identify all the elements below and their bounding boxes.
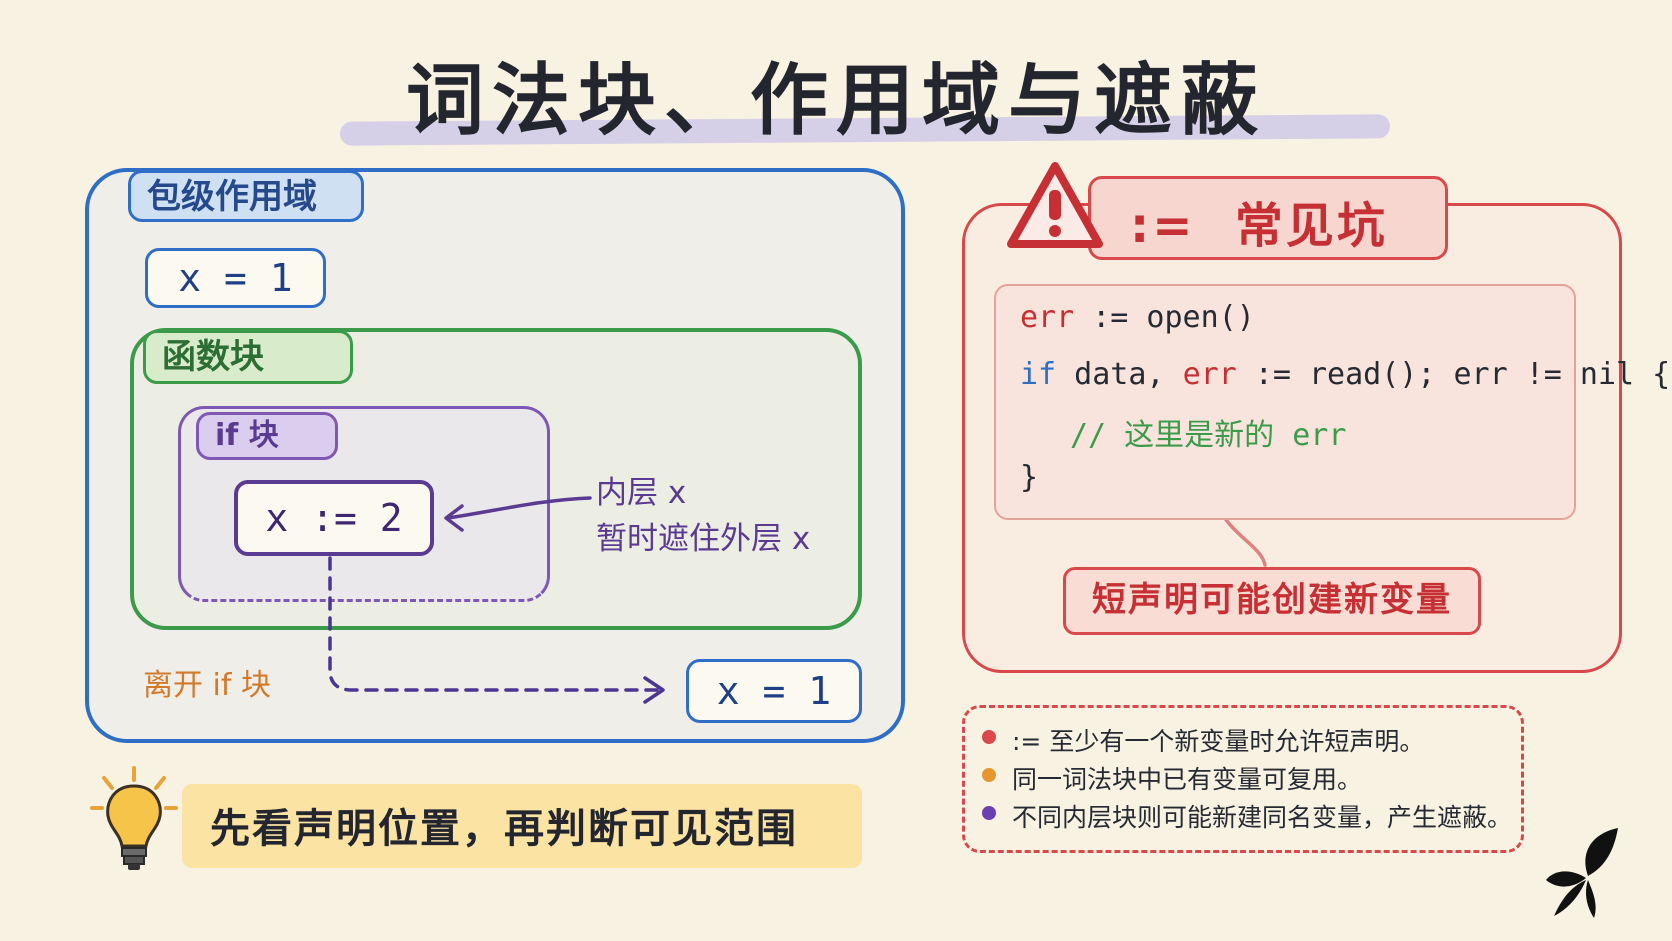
pitfall-operator: :=: [1130, 198, 1196, 254]
code-line-2-rest: := read(); err != nil {: [1236, 357, 1671, 392]
code-line-2-mid: data,: [1056, 357, 1183, 392]
pitfall-title-text: 常见坑: [1234, 198, 1388, 254]
tip-banner: [182, 784, 862, 868]
note-item-2: 同一词法块中已有变量可复用。: [1012, 765, 1363, 794]
code-line-2: if data, err := read(); err != nil {: [1020, 357, 1670, 392]
inner-x-declaration: x := 2: [234, 480, 434, 556]
title-area: 词法块、作用域与遮蔽: [0, 30, 1672, 146]
shadow-note-line2: 暂时遮住外层 x: [596, 521, 811, 557]
short-declaration-callout: 短声明可能创建新变量: [1063, 567, 1481, 635]
function-block-box: [130, 328, 862, 630]
code-line-1-rest: := open(): [1074, 300, 1255, 335]
code-comment: // 这里是新的 err: [1070, 418, 1347, 453]
package-scope-label: 包级作用域: [128, 170, 364, 222]
shadow-note: 内层 x 暂时遮住外层 x: [596, 470, 886, 562]
note-dot-orange: [982, 768, 996, 782]
leave-arrow-head: [643, 676, 665, 704]
lightbulb-icon: [90, 766, 178, 870]
note-item-1: := 至少有一个新变量时允许短声明。: [1012, 727, 1425, 756]
function-block-label: 函数块: [143, 330, 353, 384]
note-dot-red: [982, 730, 996, 744]
leave-arrow: [328, 556, 662, 692]
pitfall-title: := 常见坑: [1130, 186, 1388, 256]
code-err-var: err: [1020, 300, 1075, 335]
shadow-arrow-head: [444, 504, 464, 532]
code-line-4: }: [1020, 460, 1039, 495]
note-dot-purple: [982, 806, 996, 820]
restored-x-value: x = 1: [686, 659, 862, 723]
if-block-label: if 块: [196, 412, 338, 460]
page-title: 词法块、作用域与遮蔽: [405, 56, 1266, 146]
code-if-keyword: if: [1020, 357, 1057, 392]
shadow-arrow: [446, 496, 592, 520]
warning-icon: [1007, 162, 1103, 248]
butterfly-icon: [1546, 828, 1618, 918]
outer-x-declaration: x = 1: [145, 248, 326, 308]
pitfall-banner: [1088, 176, 1448, 260]
leave-if-label: 离开 if 块: [143, 668, 271, 703]
shadow-note-line1: 内层 x: [596, 475, 687, 511]
note-item-3: 不同内层块则可能新建同名变量，产生遮蔽。: [1012, 803, 1513, 832]
tip-banner-text: 先看声明位置，再判断可见范围: [210, 806, 798, 852]
code-err-var-2: err: [1182, 357, 1237, 392]
notes-box: [962, 705, 1524, 853]
code-panel: [994, 284, 1576, 520]
code-line-1: err := open(): [1020, 300, 1255, 335]
